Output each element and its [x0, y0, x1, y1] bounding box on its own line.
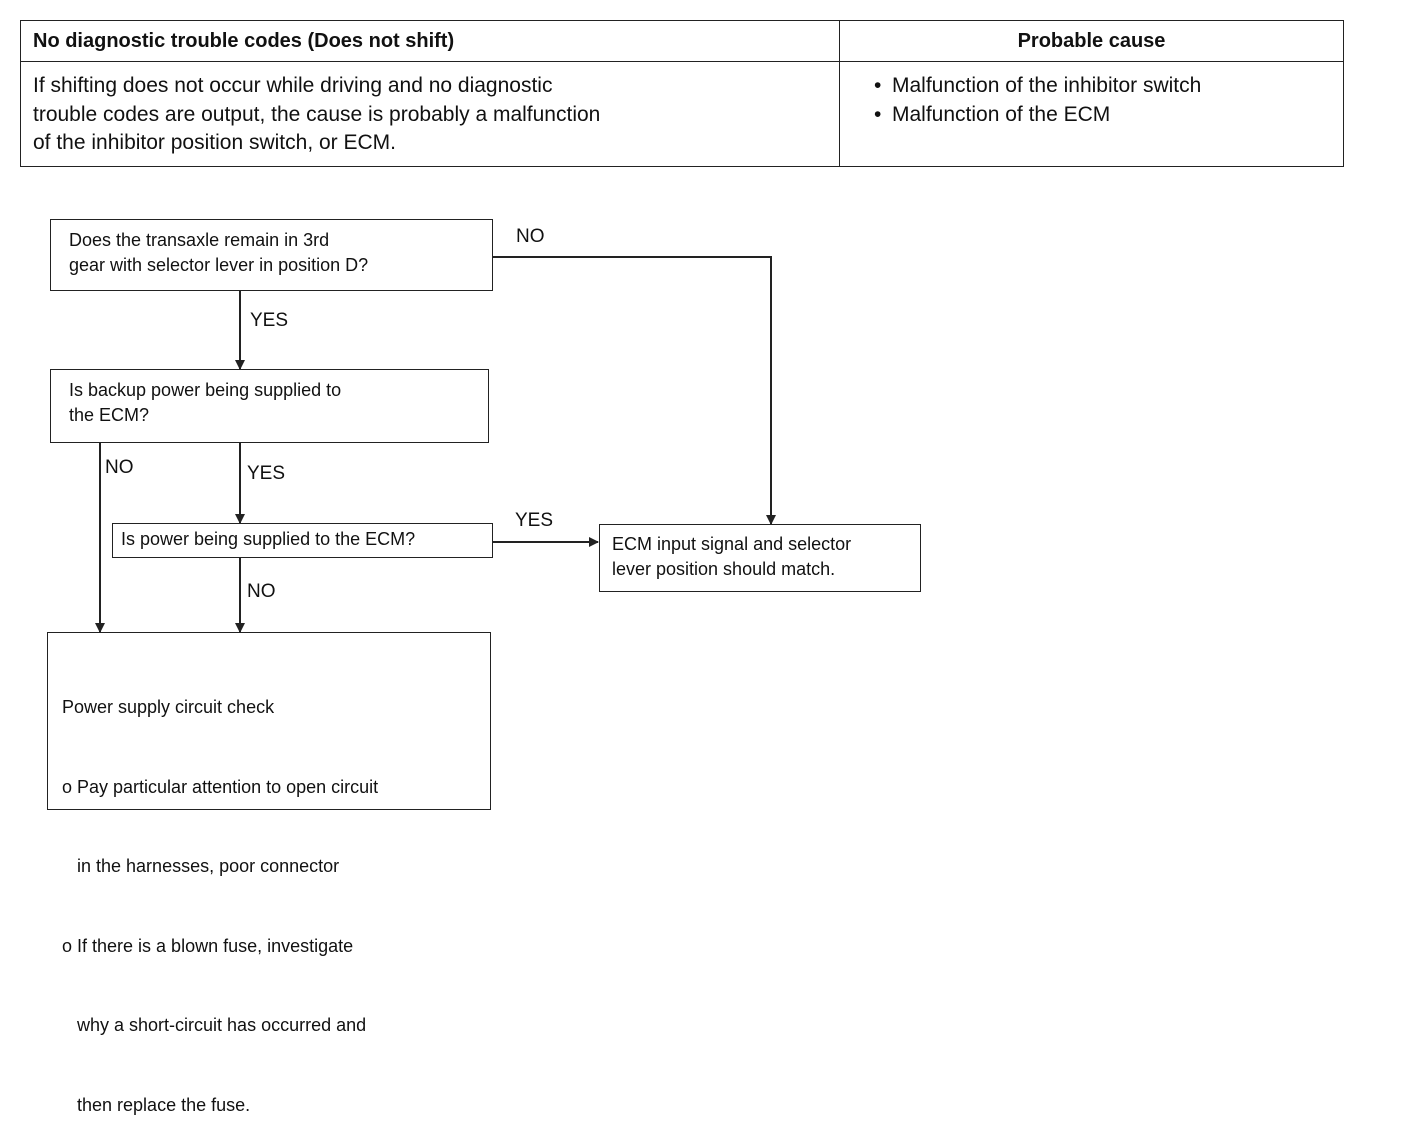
box-line: Power supply circuit check	[62, 697, 275, 717]
table-heading-symptom: No diagnostic trouble codes (Does not sh…	[20, 20, 840, 62]
cause-item: Malfunction of the inhibitor switch	[874, 72, 1331, 101]
box-line: in the harnesses, poor connector	[62, 856, 340, 876]
label-q2-no: NO	[105, 457, 134, 478]
box-line: o If there is a blown fuse, investigate	[62, 935, 354, 956]
box-line: then replace the fuse.	[62, 1094, 251, 1115]
trouble-code-table: No diagnostic trouble codes (Does not sh…	[20, 20, 1344, 167]
label-q3-yes: YES	[515, 510, 554, 531]
label-q2-yes: YES	[247, 463, 286, 484]
box-line: ECM input signal and selector	[612, 534, 852, 554]
probable-cause-cell: Malfunction of the inhibitor switch Malf…	[839, 61, 1344, 167]
description-line: of the inhibitor position switch, or ECM…	[33, 131, 396, 154]
label-q3-no: NO	[247, 581, 276, 602]
result-box-signal-match: ECM input signal and selector lever posi…	[599, 524, 921, 592]
question-box-power-supply: Is power being supplied to the ECM?	[112, 523, 493, 558]
label-q1-yes: YES	[250, 310, 289, 331]
box-line: the ECM?	[69, 405, 150, 425]
box-line: lever position should match.	[612, 559, 836, 579]
cause-item: Malfunction of the ECM	[874, 101, 1331, 130]
question-box-backup-power: Is backup power being supplied to the EC…	[50, 369, 489, 443]
label-q1-no: NO	[516, 226, 545, 247]
arrow-q1-no	[493, 256, 776, 525]
box-line: Is power being supplied to the ECM?	[121, 529, 416, 549]
box-line: gear with selector lever in position D?	[69, 255, 369, 275]
box-line: why a short-circuit has occurred and	[62, 1015, 367, 1035]
table-heading-cause: Probable cause	[839, 20, 1344, 62]
box-line: o Pay particular attention to open circu…	[62, 776, 379, 797]
flowchart-connectors	[95, 256, 776, 633]
action-box-power-circuit-check: Power supply circuit check o Pay particu…	[47, 632, 491, 1115]
cause-list: Malfunction of the inhibitor switch Malf…	[852, 72, 1331, 129]
question-box-3rd-gear: Does the transaxle remain in 3rd gear wi…	[50, 219, 493, 291]
description-line: If shifting does not occur while driving…	[33, 74, 553, 97]
box-line: Does the transaxle remain in 3rd	[69, 230, 330, 250]
description-line: trouble codes are output, the cause is p…	[33, 102, 601, 126]
box-line: Is backup power being supplied to	[69, 380, 342, 400]
